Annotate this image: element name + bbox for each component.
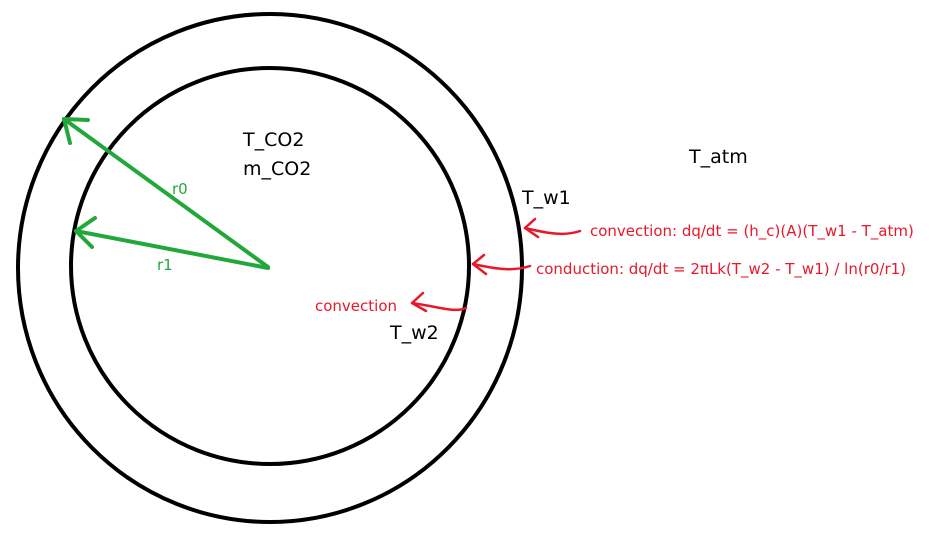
outer-convection-arrow — [523, 217, 582, 239]
r0-label: r0 — [172, 180, 188, 198]
inner-convection-arrow — [410, 291, 468, 313]
t-w2-label: T_w2 — [389, 322, 439, 344]
inner-convection-label: convection — [315, 297, 397, 315]
radius-r1-arrow — [74, 216, 270, 270]
inner-wall-circle — [69, 66, 471, 466]
t-co2-label: T_CO2 — [242, 129, 304, 151]
outer-convection-label: convection: dq/dt = (h_c)(A)(T_w1 - T_at… — [590, 222, 914, 241]
conduction-arrow — [471, 253, 532, 276]
radius-r0-arrow — [62, 117, 270, 269]
t-w1-label: T_w1 — [521, 187, 571, 209]
t-atm-label: T_atm — [688, 146, 748, 168]
conduction-label: conduction: dq/dt = 2πLk(T_w2 - T_w1) / … — [536, 260, 906, 279]
r1-label: r1 — [157, 256, 173, 274]
m-co2-label: m_CO2 — [243, 158, 311, 180]
